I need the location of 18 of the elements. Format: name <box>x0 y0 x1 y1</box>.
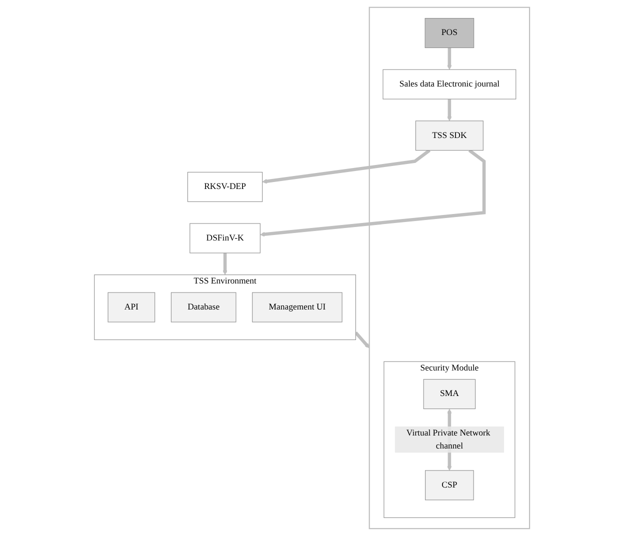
edge-label: Virtual Private Network channel <box>406 428 490 450</box>
node-box: Sales data Electronic journal <box>382 68 516 99</box>
node-box: RKSV-DEP <box>188 171 263 202</box>
arrow <box>447 47 452 70</box>
node-box: Database <box>170 292 236 322</box>
node-box: DSFinV-K <box>190 222 260 253</box>
node-box: SMA <box>423 378 476 409</box>
arrow <box>260 148 486 236</box>
node-box: API <box>108 292 156 322</box>
node-box: CSP <box>425 470 474 500</box>
cluster <box>368 6 530 529</box>
node-box: Management UI <box>252 292 342 322</box>
node-box: TSS SDK <box>416 120 484 150</box>
node-box: POS <box>424 18 474 48</box>
arrow <box>447 98 452 121</box>
arrow <box>354 330 370 348</box>
arrow <box>222 252 228 275</box>
arrow <box>262 148 431 184</box>
